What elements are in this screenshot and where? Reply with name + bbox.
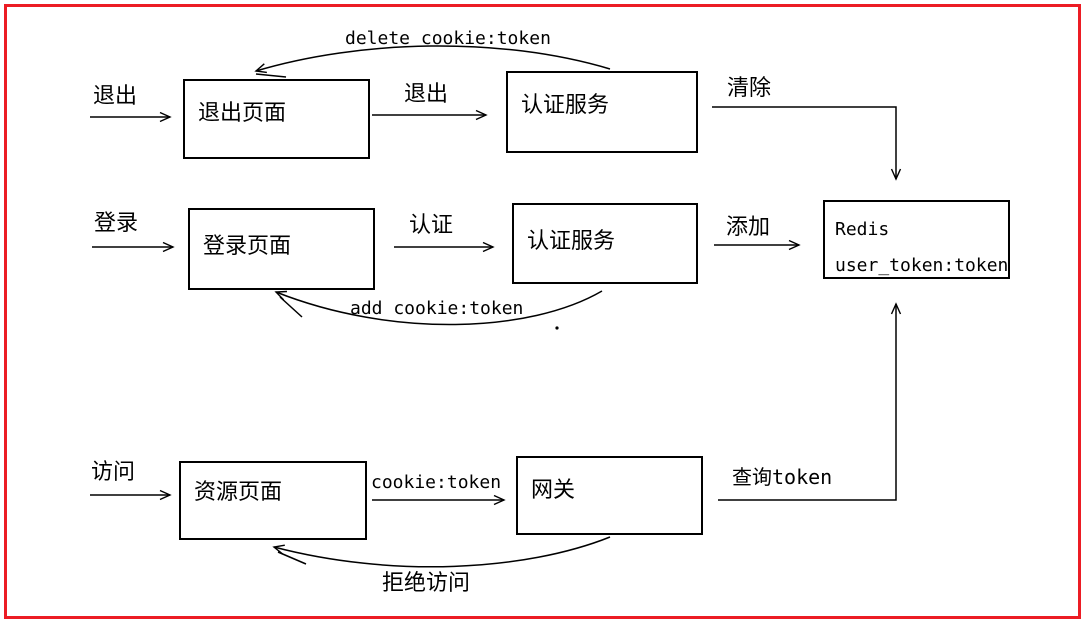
- edge-label-query-token: 查询token: [732, 465, 833, 489]
- node-redis: Redis user_token:token: [823, 200, 1010, 279]
- node-logout-page: 退出页面: [183, 79, 370, 159]
- node-auth-service-logout-label: 认证服务: [521, 93, 610, 118]
- edge-label-delete-cookie: delete cookie:token: [345, 28, 551, 49]
- node-login-page: 登录页面: [188, 208, 375, 290]
- edge-label-cookie-token: cookie:token: [371, 472, 502, 493]
- node-auth-service-logout: 认证服务: [506, 71, 698, 153]
- edge-label-authenticate: 认证: [409, 213, 454, 238]
- edge-label-logout-entry: 退出: [93, 84, 138, 109]
- edge-label-login-entry: 登录: [94, 211, 139, 236]
- node-gateway-label: 网关: [531, 478, 576, 503]
- edge-label-logout-request: 退出: [404, 82, 449, 107]
- node-resource-page-label: 资源页面: [194, 480, 283, 505]
- edge-label-clear: 清除: [727, 76, 772, 101]
- node-auth-service-login: 认证服务: [512, 203, 698, 284]
- diagram-red-border: [4, 4, 1081, 619]
- edge-label-visit-entry: 访问: [91, 460, 136, 485]
- edge-label-deny-access: 拒绝访问: [382, 571, 471, 596]
- node-login-page-label: 登录页面: [203, 234, 292, 259]
- node-logout-page-label: 退出页面: [198, 101, 287, 126]
- node-resource-page: 资源页面: [179, 461, 367, 540]
- edge-label-add: 添加: [726, 215, 771, 240]
- node-redis-title: Redis: [835, 219, 890, 240]
- node-redis-key: user_token:token: [835, 255, 1009, 276]
- edge-label-add-cookie: add cookie:token: [350, 298, 524, 319]
- node-gateway: 网关: [516, 456, 703, 535]
- node-auth-service-login-label: 认证服务: [527, 229, 616, 254]
